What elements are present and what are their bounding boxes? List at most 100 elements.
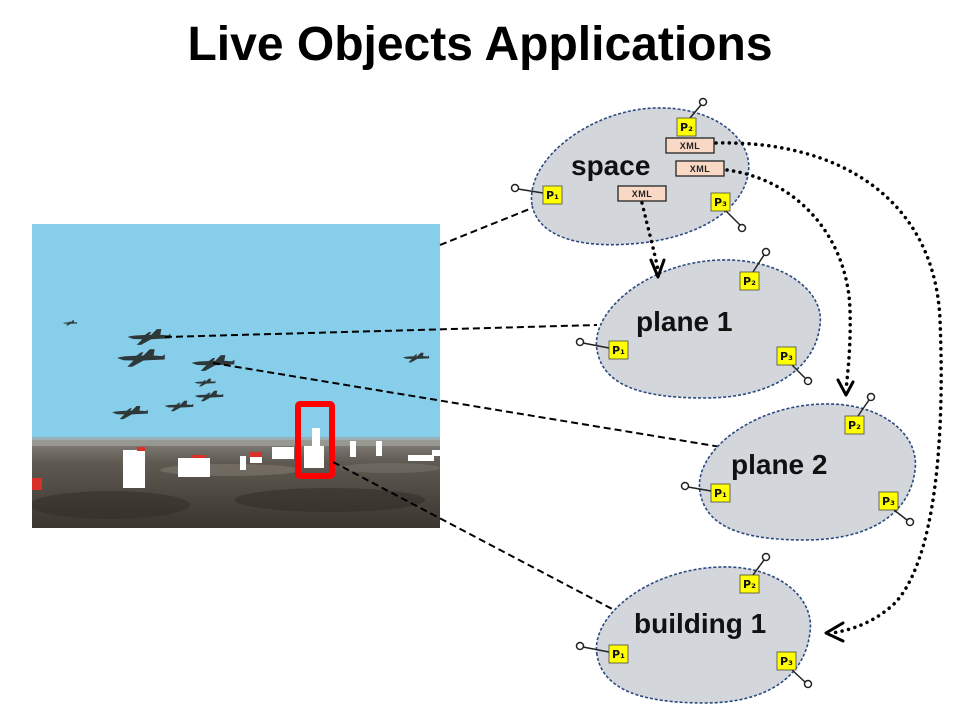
plane-1-port-p1: P₁ bbox=[575, 337, 629, 360]
pin-line bbox=[582, 342, 610, 349]
sky bbox=[32, 224, 440, 442]
space-port-p3: P₃ bbox=[710, 192, 747, 233]
pin-end-icon bbox=[510, 183, 520, 193]
message-arrow-to-plane-2 bbox=[725, 168, 855, 397]
plane-2-port-p1: P₁ bbox=[680, 481, 731, 503]
ground-patch bbox=[340, 463, 440, 473]
port-box bbox=[608, 340, 629, 360]
pin-end-icon bbox=[803, 679, 813, 689]
xml-box bbox=[665, 137, 715, 154]
pin-end-icon bbox=[575, 337, 585, 347]
horizon-haze bbox=[32, 437, 440, 446]
building-roof bbox=[32, 478, 42, 490]
building-1-port-p2: P₂ bbox=[739, 552, 771, 594]
building-1-port-p3: P₃ bbox=[776, 651, 813, 689]
plane-1-object: plane 1 P₁ P₂ P₃ bbox=[575, 247, 822, 399]
message-arrow-to-plane-1 bbox=[640, 201, 666, 279]
ground-patch bbox=[235, 488, 425, 512]
pin-end-icon bbox=[761, 552, 771, 562]
pin-end-icon bbox=[680, 481, 690, 491]
port-box bbox=[844, 415, 865, 435]
port-label: P₂ bbox=[680, 121, 693, 134]
link-plane-to-plane-2 bbox=[212, 362, 728, 449]
plane-1-blob bbox=[595, 259, 822, 399]
port-box bbox=[542, 185, 563, 205]
port-box bbox=[710, 192, 731, 212]
port-box bbox=[676, 117, 697, 137]
plane-1-port-p3: P₃ bbox=[776, 346, 813, 386]
plane-2-port-p2: P₂ bbox=[844, 392, 876, 435]
scene-image bbox=[32, 224, 440, 528]
tall-building bbox=[312, 428, 320, 468]
pin-end-icon bbox=[866, 392, 876, 402]
port-label: P₃ bbox=[780, 350, 793, 363]
dotted-link bbox=[725, 168, 852, 392]
arrowhead-icon bbox=[649, 258, 666, 279]
message-arrow-to-building-1 bbox=[714, 141, 943, 643]
space-label: space bbox=[571, 150, 650, 181]
building-1-object: building 1 P₁ P₂ P₃ bbox=[575, 552, 813, 704]
pin-end-icon bbox=[575, 641, 585, 651]
building bbox=[240, 456, 246, 470]
plane-2-port-p3: P₃ bbox=[878, 491, 915, 527]
xml-label: XML bbox=[632, 189, 653, 199]
space-port-p2: P₂ bbox=[676, 97, 708, 137]
building-roof bbox=[137, 447, 145, 451]
port-label: P₁ bbox=[714, 487, 727, 500]
link-building-to-building-1 bbox=[332, 461, 619, 613]
port-box bbox=[776, 346, 797, 366]
port-label: P₃ bbox=[882, 495, 895, 508]
pin-end-icon bbox=[698, 97, 708, 107]
port-label: P₁ bbox=[612, 648, 625, 661]
plane-1-port-p2: P₂ bbox=[739, 247, 771, 291]
pin-end-icon bbox=[905, 517, 915, 527]
building bbox=[250, 457, 262, 463]
building bbox=[178, 458, 210, 477]
port-box bbox=[739, 574, 760, 594]
pin-line bbox=[791, 669, 806, 683]
port-box bbox=[739, 271, 760, 291]
pin-line bbox=[752, 559, 765, 576]
building bbox=[272, 447, 294, 459]
link-scene-to-space bbox=[439, 207, 533, 246]
xml-tag: XML bbox=[675, 160, 725, 177]
building-roof bbox=[192, 455, 206, 458]
arrowhead-icon bbox=[836, 378, 855, 397]
port-label: P₁ bbox=[546, 189, 559, 202]
plane-2-object: plane 2 P₁ P₂ P₃ bbox=[680, 392, 917, 541]
pin-line bbox=[725, 210, 741, 226]
port-label: P₂ bbox=[743, 275, 756, 288]
pin-line bbox=[752, 254, 765, 273]
arrowhead-icon bbox=[824, 621, 845, 643]
xml-tag: XML bbox=[665, 137, 715, 154]
ground-patch bbox=[32, 491, 190, 519]
pin-end-icon bbox=[761, 247, 771, 257]
pin-line bbox=[687, 486, 712, 492]
building-roof bbox=[250, 452, 262, 457]
pin-line bbox=[689, 104, 702, 119]
port-label: P₃ bbox=[780, 655, 793, 668]
plane-2-blob bbox=[698, 403, 917, 541]
slide-title: Live Objects Applications bbox=[187, 18, 772, 71]
port-box bbox=[878, 491, 899, 511]
building bbox=[123, 450, 145, 488]
space-object: space P₁ P₂ P₃ XML XML bbox=[510, 97, 750, 246]
building-1-label: building 1 bbox=[634, 608, 766, 639]
pin-line bbox=[517, 188, 544, 194]
port-label: P₁ bbox=[612, 344, 625, 357]
dotted-link bbox=[640, 201, 660, 272]
port-box bbox=[710, 483, 731, 503]
pin-end-icon bbox=[803, 376, 813, 386]
building bbox=[350, 441, 356, 457]
building-1-blob bbox=[595, 566, 812, 704]
highlight-box bbox=[295, 401, 335, 479]
port-label: P₂ bbox=[743, 578, 756, 591]
xml-tag: XML bbox=[617, 185, 667, 202]
xml-box bbox=[617, 185, 667, 202]
pin-line bbox=[857, 399, 870, 417]
pin-line bbox=[791, 364, 806, 379]
space-port-p1: P₁ bbox=[510, 183, 563, 205]
building bbox=[432, 450, 440, 456]
xml-label: XML bbox=[680, 141, 701, 151]
